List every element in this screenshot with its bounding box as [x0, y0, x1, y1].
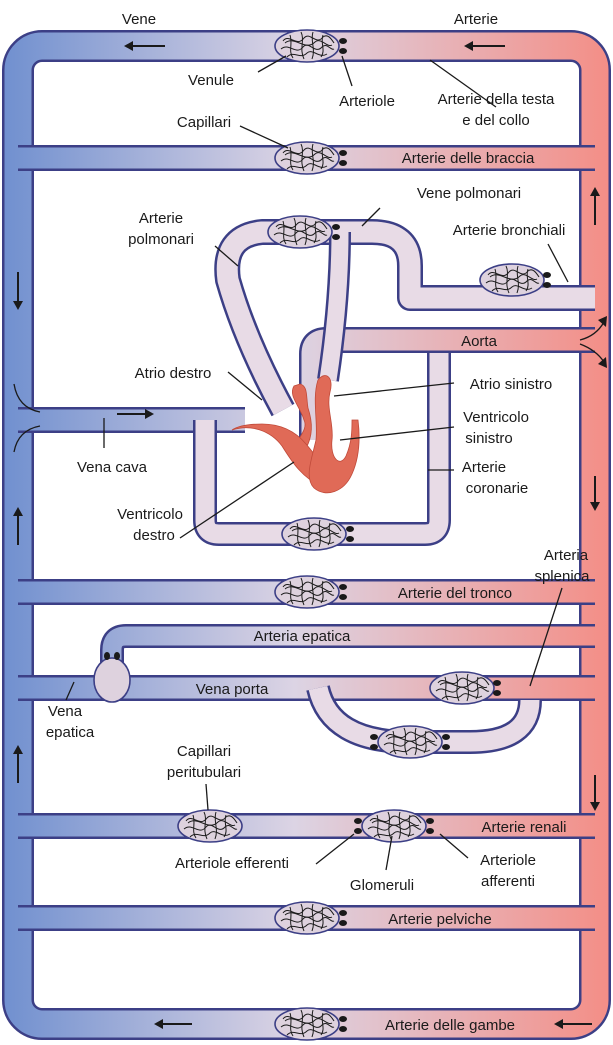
- label-atrio-sinistro: Atrio sinistro: [470, 376, 553, 393]
- label-vene: Vene: [122, 11, 156, 28]
- capillary-trunk: [275, 576, 339, 608]
- heart: [232, 376, 359, 493]
- label-arterie-bronchiali: Arterie bronchiali: [453, 222, 566, 239]
- label-arterie-testa-line1: Arterie della testa: [438, 91, 555, 108]
- label-arterie: Arterie: [454, 11, 498, 28]
- capillary-pelvic: [275, 902, 339, 934]
- label-arteria-epatica: Arteria epatica: [254, 628, 351, 645]
- capillary-coronary: [282, 518, 346, 550]
- label-arteria-splenica-line1: Arteria: [544, 547, 589, 564]
- label-vena-epatica-line1: Vena: [48, 703, 83, 720]
- label-vene-polmonari: Vene polmonari: [417, 185, 521, 202]
- capillary-splenic: [430, 672, 494, 704]
- label-arterie-testa-line2: e del collo: [462, 112, 530, 129]
- label-capillari-peritubulari-line1: Capillari: [177, 743, 231, 760]
- label-vena-porta: Vena porta: [196, 681, 269, 698]
- capillary-bronchial: [480, 264, 544, 296]
- capillary-intestine: [378, 726, 442, 758]
- capillary-glomeruli: [362, 810, 426, 842]
- label-arterie-coronarie-line1: Arterie: [462, 459, 506, 476]
- label-capillari-peritubulari-line2: peritubulari: [167, 764, 241, 781]
- label-arterie-polmonari-line2: polmonari: [128, 231, 194, 248]
- label-vena-cava: Vena cava: [77, 459, 148, 476]
- label-capillari: Capillari: [177, 114, 231, 131]
- label-venule: Venule: [188, 72, 234, 89]
- label-vena-epatica-line2: epatica: [46, 724, 95, 741]
- label-ventricolo-destro-line1: Ventricolo: [117, 506, 183, 523]
- label-aorta: Aorta: [461, 333, 498, 350]
- label-atrio-destro: Atrio destro: [135, 365, 212, 382]
- label-arteriole: Arteriole: [339, 93, 395, 110]
- label-arteriole-afferenti-line1: Arteriole: [480, 852, 536, 869]
- label-ventricolo-sinistro-line2: sinistro: [465, 430, 513, 447]
- label-arterie-tronco: Arterie del tronco: [398, 585, 512, 602]
- label-ventricolo-destro-line2: destro: [133, 527, 175, 544]
- label-ventricolo-sinistro-line1: Ventricolo: [463, 409, 529, 426]
- label-arterie-renali: Arterie renali: [481, 819, 566, 836]
- label-arteria-splenica-line2: splenica: [534, 568, 590, 585]
- capillary-lungs: [268, 216, 332, 248]
- capillary-legs: [275, 1008, 339, 1040]
- label-arterie-braccia: Arterie delle braccia: [402, 150, 535, 167]
- label-arteriole-efferenti: Arteriole efferenti: [175, 855, 289, 872]
- left-heart: [309, 376, 359, 493]
- label-arterie-gambe: Arterie delle gambe: [385, 1017, 515, 1034]
- capillary-peritubular: [178, 810, 242, 842]
- label-arterie-pelviche: Arterie pelviche: [388, 911, 491, 928]
- label-arterie-polmonari-line1: Arterie: [139, 210, 183, 227]
- label-glomeruli: Glomeruli: [350, 877, 414, 894]
- label-arteriole-afferenti-line2: afferenti: [481, 873, 535, 890]
- label-arterie-coronarie-line2: coronarie: [466, 480, 529, 497]
